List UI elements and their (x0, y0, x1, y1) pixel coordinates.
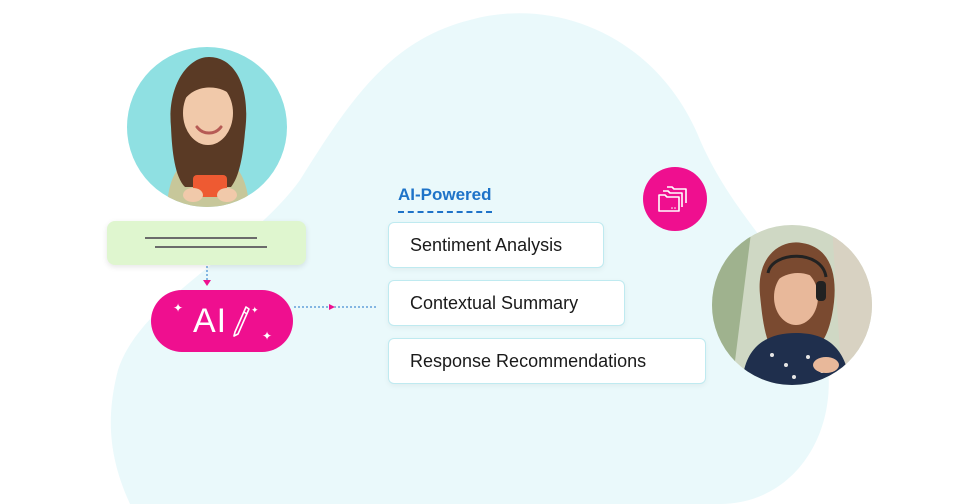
message-line (155, 246, 267, 248)
message-line (145, 237, 257, 239)
agent-avatar (712, 225, 872, 385)
feature-response-recommendations: Response Recommendations (388, 338, 706, 384)
sparkle-icon: ✦ (251, 305, 259, 315)
feature-contextual-summary: Contextual Summary (388, 280, 625, 326)
ai-powered-heading: AI-Powered (398, 185, 492, 213)
feature-sentiment-analysis: Sentiment Analysis (388, 222, 604, 268)
sparkle-icon: ✦ (262, 329, 273, 343)
ai-label: AI (192, 301, 228, 340)
sparkle-icon: ✦ (173, 301, 184, 315)
customer-avatar (127, 47, 287, 207)
pencil-icon (233, 306, 250, 337)
ai-badge: ✦ ✦ ✦ AI (151, 290, 293, 352)
folder-badge (643, 167, 707, 231)
customer-message-card (107, 221, 306, 265)
folders-icon (658, 186, 687, 212)
